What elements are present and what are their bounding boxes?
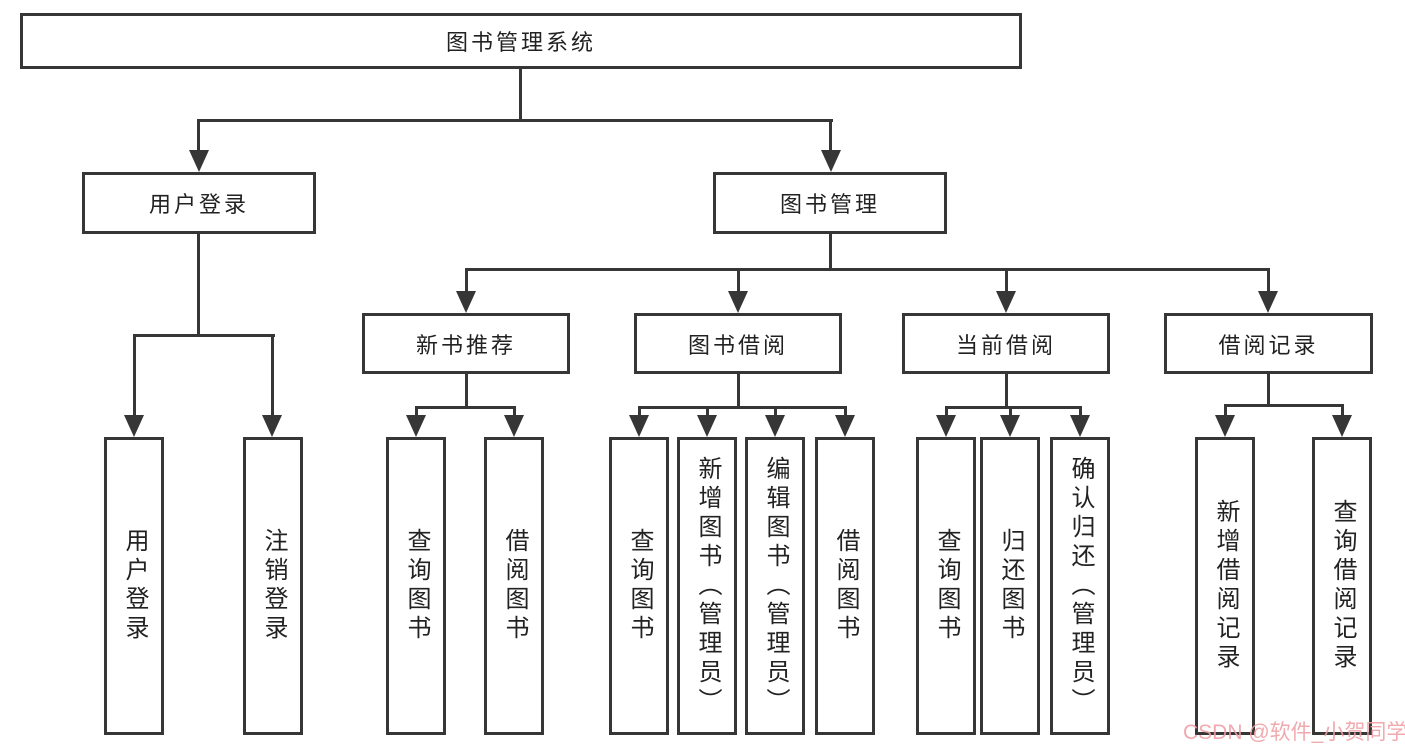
arrow-down-icon	[262, 415, 282, 437]
node-book-management-label: 图书管理	[779, 192, 880, 217]
node-root-label: 图书管理系统	[445, 30, 596, 55]
node-borrow-record: 借阅记录	[1164, 313, 1373, 374]
arrow-down-icon	[189, 150, 209, 172]
arrow-down-icon	[1215, 415, 1235, 437]
node-current-borrow: 当前借阅	[902, 313, 1110, 374]
connector-line	[706, 406, 709, 417]
node-current-borrow-label: 当前借阅	[955, 332, 1056, 358]
connector-line	[1267, 374, 1270, 406]
connector-line	[465, 268, 1270, 271]
node-book-borrow-label: 图书借阅	[687, 332, 788, 358]
connector-line	[774, 406, 777, 417]
connector-line	[638, 406, 847, 409]
arrow-down-icon	[124, 415, 144, 437]
connector-line	[271, 334, 274, 416]
leaf-return-books: 归还图书	[980, 437, 1040, 735]
connector-line	[519, 69, 522, 122]
arrow-down-icon	[697, 415, 717, 437]
node-new-book-recommend-label: 新书推荐	[415, 332, 516, 358]
node-book-borrow: 图书借阅	[634, 313, 842, 374]
connector-line	[829, 119, 832, 152]
connector-line	[1005, 268, 1008, 293]
leaf-label: 查询图书	[933, 528, 960, 644]
leaf-query-books-3: 查询图书	[916, 437, 976, 735]
connector-line	[945, 406, 948, 417]
connector-line	[197, 119, 200, 152]
leaf-user-login: 用户登录	[104, 437, 164, 735]
leaf-confirm-return-admin: 确认归还（管理员）	[1050, 437, 1110, 735]
arrow-down-icon	[1000, 415, 1020, 437]
leaf-edit-books-admin: 编辑图书（管理员）	[745, 437, 805, 735]
connector-line	[197, 234, 200, 337]
arrow-down-icon	[728, 291, 748, 313]
leaf-logout: 注销登录	[243, 437, 303, 735]
node-new-book-recommend: 新书推荐	[362, 313, 570, 374]
connector-line	[844, 406, 847, 417]
leaf-label: 归还图书	[997, 528, 1024, 644]
leaf-label: 查询图书	[403, 528, 430, 644]
connector-line	[638, 406, 641, 417]
connector-line	[1224, 404, 1227, 417]
connector-line	[465, 268, 468, 293]
connector-line	[133, 334, 275, 337]
leaf-borrow-books-1: 借阅图书	[484, 437, 544, 735]
connector-line	[415, 406, 516, 409]
leaf-label: 编辑图书（管理员）	[762, 455, 789, 717]
leaf-query-borrow-record: 查询借阅记录	[1312, 437, 1372, 735]
connector-line	[945, 406, 1082, 409]
arrow-down-icon	[456, 291, 476, 313]
connector-line	[415, 406, 418, 417]
leaf-add-books-admin: 新增图书（管理员）	[677, 437, 737, 735]
watermark: CSDN @软件_小贺同学	[1183, 721, 1405, 744]
arrow-down-icon	[629, 415, 649, 437]
leaf-label: 新增借阅记录	[1212, 499, 1239, 673]
connector-line	[133, 334, 136, 416]
node-borrow-record-label: 借阅记录	[1218, 332, 1319, 358]
arrow-down-icon	[1070, 415, 1090, 437]
leaf-query-books-1: 查询图书	[386, 437, 446, 735]
node-user-login: 用户登录	[82, 172, 316, 234]
connector-line	[513, 406, 516, 417]
leaf-label: 查询图书	[626, 528, 653, 644]
leaf-borrow-books-2: 借阅图书	[815, 437, 875, 735]
leaf-label: 借阅图书	[501, 528, 528, 644]
node-book-management: 图书管理	[713, 172, 947, 234]
leaf-label: 新增图书（管理员）	[694, 455, 721, 717]
leaf-query-books-2: 查询图书	[609, 437, 669, 735]
leaf-label: 确认归还（管理员）	[1067, 455, 1094, 717]
connector-line	[829, 234, 832, 271]
connector-line	[737, 374, 740, 408]
arrow-down-icon	[821, 150, 841, 172]
connector-line	[465, 374, 468, 408]
connector-line	[737, 268, 740, 293]
leaf-label: 注销登录	[260, 528, 287, 644]
connector-line	[1009, 406, 1012, 417]
node-root: 图书管理系统	[20, 13, 1022, 69]
arrow-down-icon	[996, 291, 1016, 313]
connector-line	[1079, 406, 1082, 417]
leaf-add-borrow-record: 新增借阅记录	[1195, 437, 1255, 735]
arrow-down-icon	[1332, 415, 1352, 437]
connector-line	[1005, 374, 1008, 408]
arrow-down-icon	[1258, 291, 1278, 313]
leaf-label: 借阅图书	[832, 528, 859, 644]
connector-line	[1341, 404, 1344, 417]
arrow-down-icon	[835, 415, 855, 437]
connector-line	[1224, 404, 1344, 407]
arrow-down-icon	[936, 415, 956, 437]
node-user-login-label: 用户登录	[148, 192, 249, 217]
arrow-down-icon	[765, 415, 785, 437]
arrow-down-icon	[504, 415, 524, 437]
arrow-down-icon	[406, 415, 426, 437]
connector-line	[1267, 268, 1270, 293]
leaf-label: 用户登录	[121, 528, 148, 644]
leaf-label: 查询借阅记录	[1329, 499, 1356, 673]
connector-line	[197, 119, 833, 122]
